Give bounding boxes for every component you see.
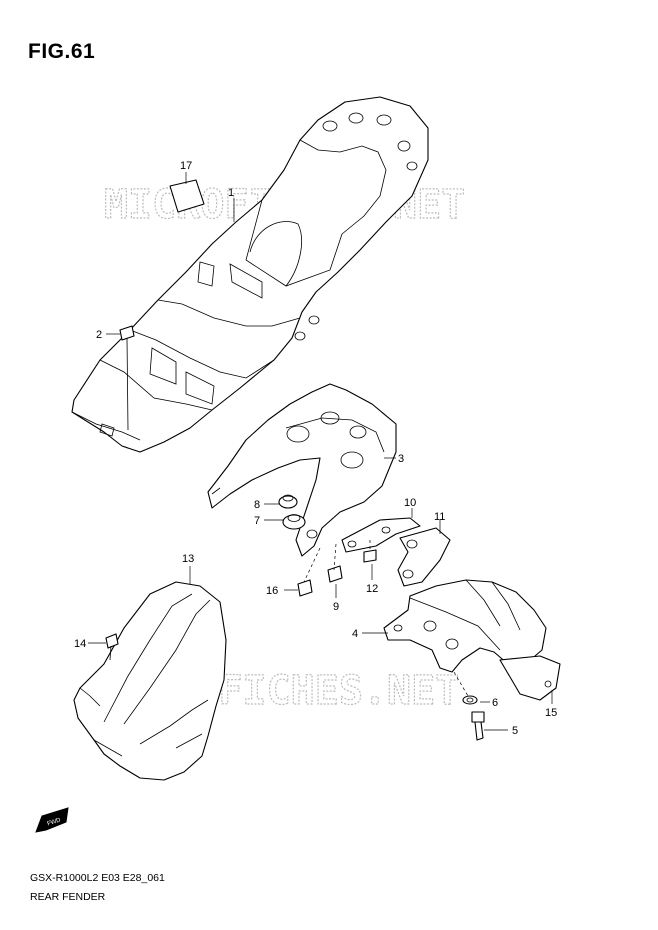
callout-3: 3 (398, 453, 404, 465)
callout-16: 16 (266, 585, 278, 597)
callout-1: 1 (228, 187, 234, 199)
part-3-inner-fender (207, 383, 397, 557)
part-9-nut (327, 565, 343, 583)
part-14-screw (105, 633, 119, 661)
part-13-front-fender (73, 581, 227, 781)
figure-title: FIG.61 (28, 40, 96, 63)
callout-5: 5 (512, 725, 518, 737)
callout-10: 10 (404, 497, 416, 509)
part-11-bracket (397, 527, 451, 587)
callout-4: 4 (352, 628, 358, 640)
part-17-label (169, 179, 205, 213)
part-6-washer (462, 695, 478, 705)
part-16-bolt (297, 579, 313, 597)
callout-labels: 17 1 2 3 8 7 10 11 12 16 9 4 6 5 15 13 1… (74, 160, 557, 737)
fwd-label: FWD (47, 817, 62, 827)
part-10-bracket (341, 517, 421, 553)
part-1-rear-fender-frame (71, 96, 429, 453)
callout-14: 14 (74, 638, 86, 650)
callout-17: 17 (180, 160, 192, 172)
callout-11: 11 (434, 511, 445, 523)
callout-2: 2 (96, 329, 102, 341)
part-2-screw (119, 325, 135, 431)
part-12-screw (363, 549, 377, 563)
callout-6: 6 (492, 697, 498, 709)
callout-9: 9 (333, 601, 339, 613)
leader-lines (88, 172, 553, 731)
callout-8: 8 (254, 499, 260, 511)
callout-7: 7 (254, 515, 260, 527)
callout-15: 15 (545, 707, 557, 719)
fwd-arrow-icon: FWD (35, 807, 69, 833)
model-code: GSX-R1000L2 E03 E28_061 (30, 872, 165, 884)
part-15-bracket (499, 655, 561, 701)
part-7-cushion (282, 514, 306, 530)
part-8-grommet (278, 494, 298, 509)
callout-12: 12 (366, 583, 378, 595)
section-name: REAR FENDER (30, 891, 106, 903)
part-5-bolt (471, 711, 485, 741)
callout-13: 13 (182, 553, 194, 565)
